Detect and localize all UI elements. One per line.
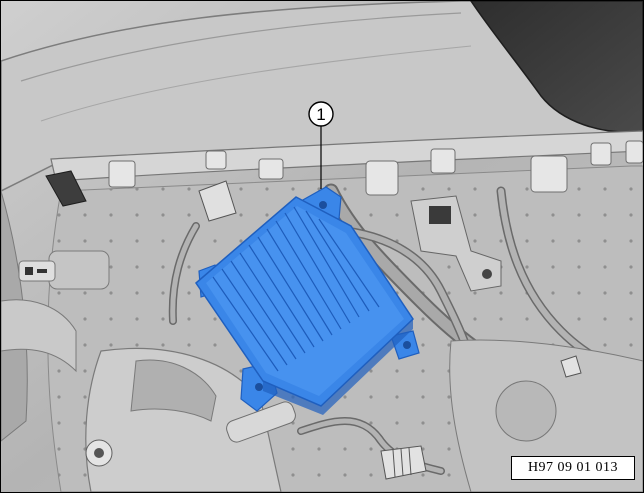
control-module <box>195 186 420 415</box>
trim-clips <box>108 140 643 196</box>
connector-bottom <box>380 445 427 480</box>
trim-strip <box>50 130 643 182</box>
connector-top <box>198 180 237 222</box>
connector-left <box>45 170 87 207</box>
reference-code: H97 09 01 013 <box>511 456 635 480</box>
cylinder-part <box>226 401 296 443</box>
callout-number: 1 <box>316 105 325 124</box>
callout-circle <box>308 101 334 127</box>
